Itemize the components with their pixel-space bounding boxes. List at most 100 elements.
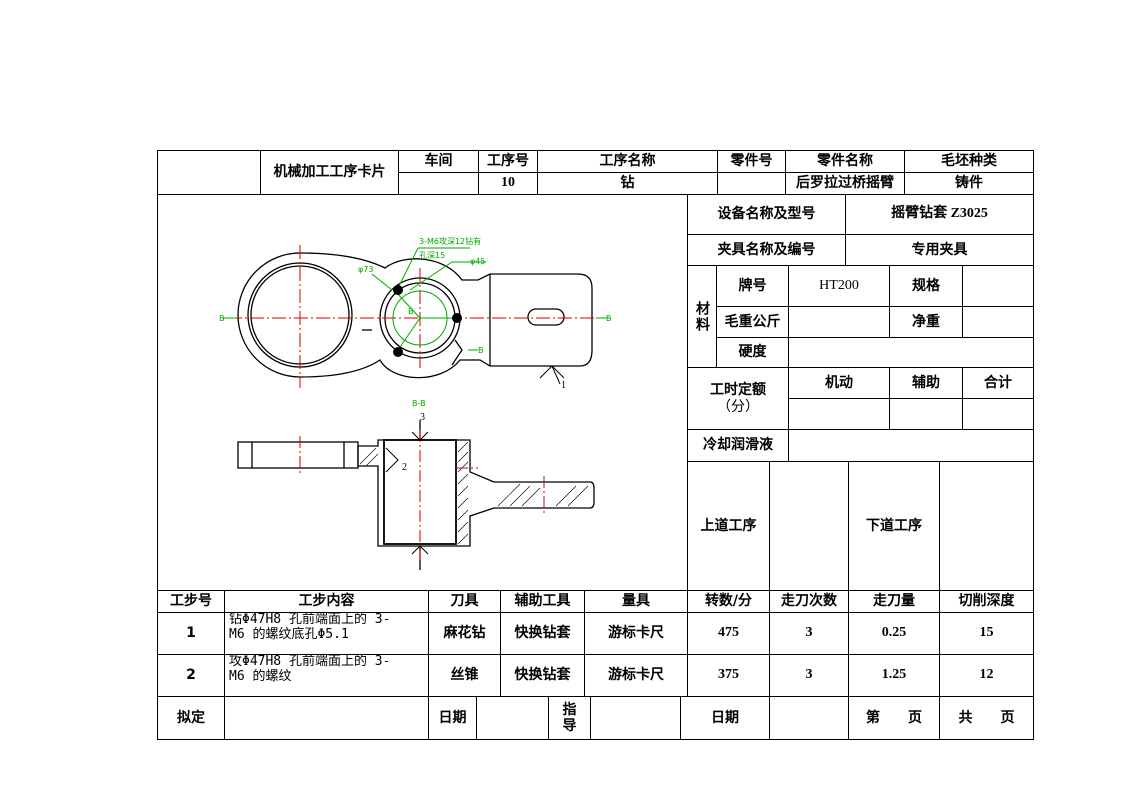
spec-label: 规格	[889, 265, 963, 307]
next-op-value	[939, 461, 1034, 591]
drafted-label: 拟定	[157, 696, 225, 740]
row1-content-line1: 钻Φ47H8 孔前端面上的 3-	[229, 612, 391, 627]
date-value	[476, 696, 549, 740]
equipment-label: 设备名称及型号	[687, 194, 846, 235]
row2-content: 攻Φ47H8 孔前端面上的 3- M6 的螺纹	[224, 654, 429, 697]
card-title: 机械加工工序卡片	[260, 150, 399, 195]
net-label: 净重	[889, 306, 963, 338]
equipment-value: 摇臂钻套 Z3025	[845, 194, 1034, 235]
row2-gauge: 游标卡尺	[584, 654, 688, 697]
callout-3: 3	[420, 412, 425, 423]
date-value-2	[769, 696, 849, 740]
row1-passes: 3	[769, 612, 849, 655]
dim-45: φ45	[470, 257, 485, 266]
op-no-value: 10	[478, 172, 538, 195]
clamp-arrows	[385, 431, 429, 555]
total-time-value	[962, 398, 1034, 430]
th-step-no: 工步号	[157, 590, 225, 613]
label-b-lower: B	[478, 346, 484, 355]
total-pages-label: 共 页	[939, 696, 1034, 740]
part-name-value: 后罗拉过桥摇臂	[785, 172, 905, 195]
time-quota-label-line1: 工时定额	[710, 382, 766, 399]
th-depth: 切削深度	[939, 590, 1034, 613]
workshop-value	[398, 172, 479, 195]
row2-content-line2: M6 的螺纹	[229, 668, 292, 684]
row2-feed: 1.25	[848, 654, 940, 697]
locator-symbol-1	[539, 365, 565, 385]
label-b-center: B	[408, 307, 414, 316]
row2-no: 2	[157, 654, 225, 697]
aux-time-label: 辅助	[889, 367, 963, 399]
process-card: 机械加工工序卡片 车间 工序号 工序名称 零件号 零件名称 毛坯种类 10 钻 …	[157, 150, 1035, 741]
section-markers	[222, 317, 610, 351]
row2-passes: 3	[769, 654, 849, 697]
row2-depth: 12	[939, 654, 1034, 697]
guide-label: 指 导	[548, 696, 591, 740]
time-quota-label-line2: （分）	[717, 398, 759, 415]
th-tool: 刀具	[428, 590, 501, 613]
op-name-label: 工序名称	[537, 150, 718, 173]
op-no-label: 工序号	[478, 150, 538, 173]
row2-tool: 丝锥	[428, 654, 501, 697]
threaded-holes	[393, 285, 462, 357]
drafted-value	[224, 696, 429, 740]
blank-type-label: 毛坯种类	[904, 150, 1034, 173]
aux-time-value	[889, 398, 963, 430]
note-holes: 3-M6攻深12钻有	[419, 236, 481, 246]
section-hatching	[359, 441, 589, 545]
row1-tool: 麻花钻	[428, 612, 501, 655]
dim-73: φ73	[358, 265, 373, 274]
row2-aux-tool: 快换钻套	[500, 654, 585, 697]
row1-no: 1	[157, 612, 225, 655]
coolant-value	[788, 429, 1034, 462]
part-name-label: 零件名称	[785, 150, 905, 173]
callout-1: 1	[561, 380, 566, 391]
hole-3	[393, 347, 403, 357]
equipment-value-text: 摇臂钻套 Z3025	[891, 206, 988, 222]
date-label: 日期	[428, 696, 477, 740]
machine-time-label: 机动	[788, 367, 890, 399]
blank-type-value: 铸件	[904, 172, 1034, 195]
section-centerlines	[299, 430, 545, 560]
guide-label-2: 导	[562, 718, 577, 734]
row2-content-line1: 攻Φ47H8 孔前端面上的 3-	[229, 654, 391, 669]
row1-feed: 0.25	[848, 612, 940, 655]
weight-label: 毛重公斤	[716, 306, 789, 338]
row1-aux-tool: 快换钻套	[500, 612, 585, 655]
top-view	[237, 252, 593, 379]
material-label: 材料	[687, 265, 717, 368]
th-passes: 走刀次数	[769, 590, 849, 613]
page-label: 第 页	[848, 696, 940, 740]
th-step-content: 工步内容	[224, 590, 429, 613]
row1-depth: 15	[939, 612, 1034, 655]
part-no-value	[717, 172, 786, 195]
machine-time-value	[788, 398, 890, 430]
hole-2	[452, 313, 462, 323]
row1-gauge: 游标卡尺	[584, 612, 688, 655]
guide-value	[590, 696, 681, 740]
prev-op-label: 上道工序	[687, 461, 770, 591]
grade-label: 牌号	[716, 265, 789, 307]
row1-rpm: 475	[687, 612, 770, 655]
grade-value: HT200	[788, 265, 890, 307]
net-value	[962, 306, 1034, 338]
section-view	[237, 420, 595, 570]
part-drawing: 3-M6攻深12钻有 孔深15 φ45 φ73 B B B B B-B 1 2 …	[219, 236, 612, 570]
hardness-value	[788, 337, 1034, 368]
workshop-label: 车间	[398, 150, 479, 173]
part-no-label: 零件号	[717, 150, 786, 173]
th-feed: 走刀量	[848, 590, 940, 613]
row1-content: 钻Φ47H8 孔前端面上的 3- M6 的螺纹底孔Φ5.1	[224, 612, 429, 655]
fixture-label: 夹具名称及编号	[687, 234, 846, 266]
date-label-2: 日期	[680, 696, 770, 740]
hole-1	[393, 285, 403, 295]
spec-value	[962, 265, 1034, 307]
guide-label-1: 指	[562, 701, 577, 718]
next-op-label: 下道工序	[848, 461, 940, 591]
label-b-left: B	[219, 314, 225, 323]
header-blank-cell	[157, 150, 261, 195]
hardness-label: 硬度	[716, 337, 789, 368]
row2-rpm: 375	[687, 654, 770, 697]
th-gauge: 量具	[584, 590, 688, 613]
section-title: B-B	[412, 399, 426, 408]
